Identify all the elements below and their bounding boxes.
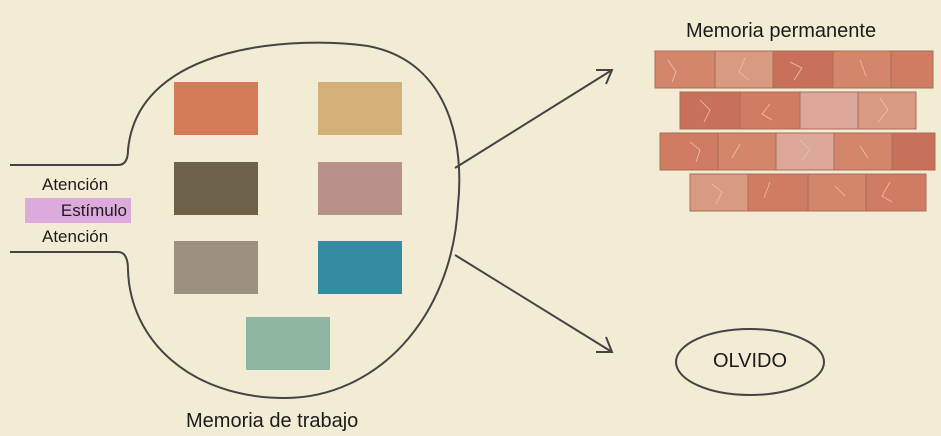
brick (775, 132, 835, 171)
brick (833, 132, 893, 171)
forget-label: OLVIDO (712, 350, 788, 372)
memory-block-taupe (174, 241, 258, 294)
memory-block-mauve (318, 162, 402, 215)
memory-block-teal (318, 241, 402, 294)
arrow-to-forget (454, 254, 613, 353)
brick (747, 173, 809, 212)
brick (659, 132, 719, 171)
brick (717, 132, 777, 171)
brick (689, 173, 749, 212)
permanent-memory-label: Memoria permanente (686, 20, 877, 42)
brick (807, 173, 867, 212)
brick (739, 91, 801, 130)
arrowhead-forget (596, 336, 614, 353)
brick (654, 50, 716, 89)
memory-block-sage (246, 317, 330, 370)
forget-ellipse (675, 328, 825, 396)
working-memory-label: Memoria de trabajo (186, 410, 359, 432)
arrow-to-permanent-memory (454, 69, 613, 169)
memory-block-sand (318, 82, 402, 135)
brick (891, 132, 936, 171)
brick (857, 91, 917, 130)
stimulus-label: Estímulo (25, 198, 131, 223)
brick (714, 50, 774, 89)
brick-texture (667, 57, 893, 205)
attention-label-bottom: Atención (42, 227, 109, 246)
brick (890, 50, 934, 89)
arrowhead-permanent (596, 69, 614, 85)
brick (865, 173, 927, 212)
memory-block-brown (174, 162, 258, 215)
memory-block-orange (174, 82, 258, 135)
brick (799, 91, 859, 130)
brick-wall (654, 50, 936, 212)
brick (832, 50, 892, 89)
working-memory-outline (10, 41, 461, 400)
brick (772, 50, 834, 89)
attention-label-top: Atención (42, 175, 109, 194)
